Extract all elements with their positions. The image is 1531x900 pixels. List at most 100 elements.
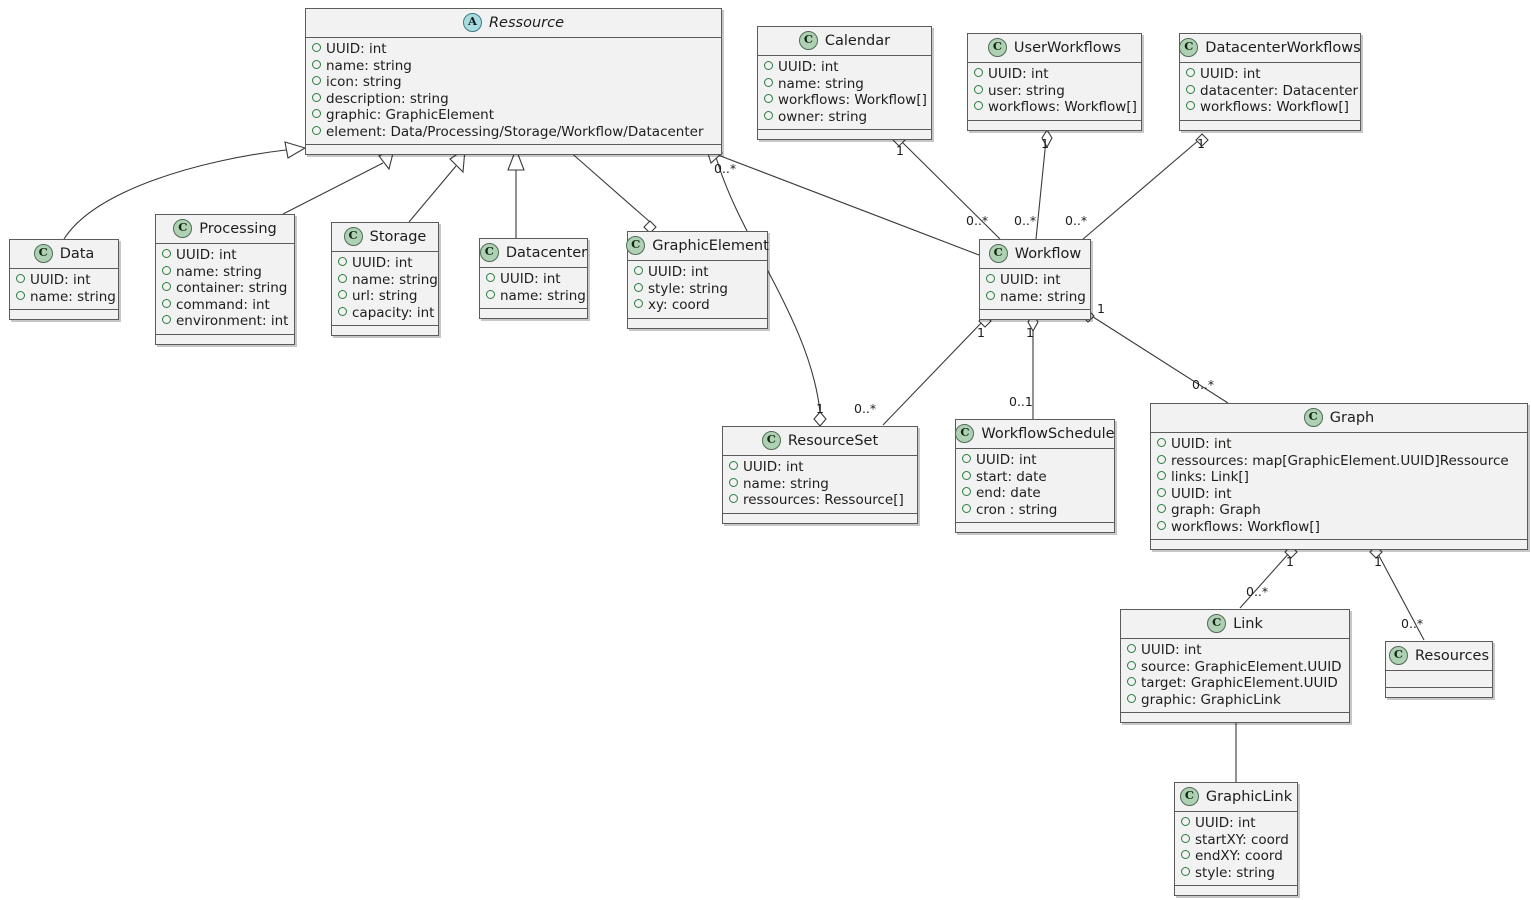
attribute-row: owner: string bbox=[764, 109, 925, 126]
edge-workflow-resourceset bbox=[882, 314, 992, 426]
class-icon: C bbox=[1179, 787, 1199, 806]
attribute-row: name: string bbox=[764, 76, 925, 93]
class-title: Ressource bbox=[488, 14, 565, 31]
attribute-text: name: string bbox=[326, 57, 412, 74]
attribute-text: name: string bbox=[500, 287, 586, 304]
visibility-public-icon bbox=[1157, 471, 1166, 480]
attribute-row: workflows: Workflow[] bbox=[1157, 519, 1521, 536]
attribute-text: UUID: int bbox=[352, 255, 413, 271]
class-icon: C bbox=[987, 38, 1007, 57]
attribute-row: description: string bbox=[312, 91, 715, 108]
visibility-public-icon bbox=[1157, 520, 1166, 530]
attribute-row: UUID: int bbox=[634, 264, 761, 281]
attribute-text: source: GraphicElement.UUID bbox=[1141, 658, 1342, 675]
attribute-row: name: string bbox=[729, 476, 911, 493]
attribute-text: UUID: int bbox=[326, 41, 387, 57]
attribute-row: UUID: int bbox=[974, 66, 1135, 83]
class-title: Datacenter bbox=[505, 244, 588, 261]
attribute-row: UUID: int bbox=[1127, 642, 1343, 659]
edge-datacenterworkflows-workflow bbox=[1081, 133, 1209, 241]
visibility-public-icon bbox=[162, 315, 171, 324]
attribute-text: UUID: int bbox=[1195, 815, 1256, 831]
visibility-public-icon bbox=[729, 494, 738, 503]
attribute-text: workflows: Workflow[] bbox=[778, 92, 927, 108]
visibility-public-icon bbox=[162, 298, 171, 308]
attribute-text: name: string bbox=[1000, 288, 1086, 305]
class-methods-ressource bbox=[306, 145, 721, 154]
attribute-text: name: string bbox=[743, 475, 829, 492]
visibility-public-icon bbox=[162, 282, 171, 291]
visibility-public-icon bbox=[986, 274, 995, 283]
attribute-text: datacenter: Datacenter bbox=[1200, 82, 1359, 99]
attribute-text: UUID: int bbox=[778, 59, 839, 75]
attribute-row: UUID: int bbox=[312, 41, 715, 58]
class-methods-workflowschedule bbox=[956, 523, 1114, 532]
attribute-text: name: string bbox=[30, 288, 116, 305]
class-methods-resources bbox=[1386, 688, 1492, 697]
edge-graph-resources bbox=[1369, 545, 1425, 641]
attribute-row: xy: coord bbox=[634, 297, 761, 314]
edge-storage-ressource bbox=[408, 147, 466, 223]
attribute-text: UUID: int bbox=[30, 272, 91, 288]
attribute-text: ressources: map[GraphicElement.UUID]Ress… bbox=[1171, 452, 1509, 469]
attribute-row: UUID: int bbox=[962, 452, 1108, 469]
attribute-text: owner: string bbox=[778, 108, 868, 125]
class-methods-processing bbox=[156, 334, 294, 344]
attribute-text: UUID: int bbox=[743, 459, 804, 475]
visibility-public-icon bbox=[338, 290, 347, 299]
attribute-text: user: string bbox=[988, 82, 1065, 99]
attribute-row: UUID: int bbox=[729, 459, 911, 476]
visibility-public-icon bbox=[312, 125, 321, 135]
edge-processing-ressource bbox=[282, 148, 395, 215]
attribute-text: name: string bbox=[176, 263, 262, 280]
visibility-public-icon bbox=[764, 61, 773, 70]
class-methods-storage bbox=[332, 326, 438, 335]
class-icon: C bbox=[798, 31, 818, 50]
class-title: Graph bbox=[1329, 409, 1375, 426]
attribute-text: ressources: Ressource[] bbox=[743, 492, 904, 508]
attribute-row: UUID: int bbox=[16, 272, 112, 289]
visibility-public-icon bbox=[1157, 438, 1166, 447]
attribute-row: UUID: int bbox=[338, 255, 432, 272]
attribute-text: url: string bbox=[352, 288, 418, 304]
visibility-public-icon bbox=[312, 76, 321, 85]
visibility-public-icon bbox=[312, 43, 321, 52]
class-methods-link bbox=[1121, 713, 1349, 722]
visibility-public-icon bbox=[986, 290, 995, 300]
attribute-row: UUID: int bbox=[486, 271, 581, 288]
attribute-text: graphic: GraphicLink bbox=[1141, 691, 1281, 708]
attribute-text: UUID: int bbox=[176, 247, 237, 263]
attribute-row: graph: Graph bbox=[1157, 502, 1521, 519]
attribute-text: environment: int bbox=[176, 313, 289, 329]
attribute-text: icon: string bbox=[326, 74, 402, 90]
visibility-public-icon bbox=[1186, 68, 1195, 77]
attribute-row: datacenter: Datacenter bbox=[1186, 83, 1358, 100]
visibility-public-icon bbox=[729, 461, 738, 470]
attribute-row: workflows: Workflow[] bbox=[764, 92, 927, 109]
